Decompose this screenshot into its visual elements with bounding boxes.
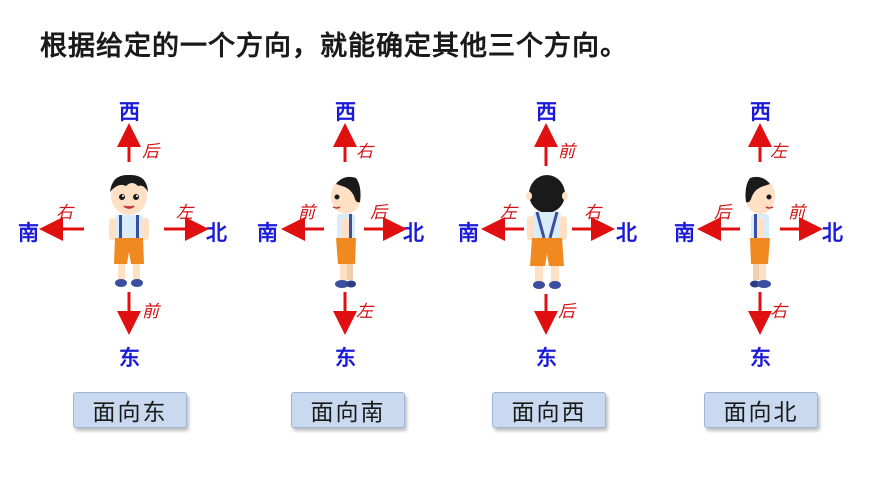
direction-bottom: 东 (536, 345, 557, 370)
direction-right: 北 (822, 220, 843, 245)
boy-back-illustration (526, 175, 568, 289)
label-facing-north: 面向北 (704, 392, 818, 428)
arrow-group (481, 123, 615, 335)
panel-facing-east: 西 东 南 北 后 前 右 左 (18, 0, 238, 489)
direction-bottom: 东 (119, 345, 140, 370)
direction-right: 北 (616, 220, 637, 245)
label-facing-south: 面向南 (291, 392, 405, 428)
direction-bottom: 东 (335, 345, 356, 370)
label-facing-east: 面向东 (73, 392, 187, 428)
direction-top: 西 (335, 99, 356, 124)
arrow-group (697, 123, 823, 335)
relative-top: 右 (356, 142, 373, 162)
direction-left: 南 (18, 220, 39, 245)
arrow-group (39, 123, 209, 335)
relative-top: 左 (770, 142, 787, 162)
relative-right: 后 (370, 203, 387, 223)
panel-facing-west: 西 东 南 北 前 后 左 右 (440, 0, 660, 489)
relative-top: 后 (142, 142, 159, 162)
direction-top: 西 (119, 99, 140, 124)
direction-top: 西 (536, 99, 557, 124)
panel-facing-south: 西 东 南 北 右 左 前 后 (240, 0, 460, 489)
page-title: 根据给定的一个方向，就能确定其他三个方向。 (40, 31, 628, 62)
relative-bottom: 右 (770, 302, 787, 322)
direction-right: 北 (206, 220, 227, 245)
relative-top: 前 (558, 142, 575, 162)
arrow-group (281, 123, 407, 335)
label-facing-west: 面向西 (492, 392, 606, 428)
panel-facing-north: 西 东 南 北 左 右 后 前 (660, 0, 870, 489)
direction-left: 南 (458, 220, 479, 245)
direction-bottom: 东 (750, 345, 771, 370)
relative-bottom: 左 (356, 302, 373, 322)
direction-left: 南 (674, 220, 695, 245)
boy-side-left-illustration (331, 176, 361, 288)
relative-bottom: 后 (558, 302, 575, 322)
direction-left: 南 (257, 220, 278, 245)
boy-front-illustration (109, 174, 149, 287)
relative-bottom: 前 (142, 302, 159, 322)
boy-side-right-illustration (745, 176, 775, 288)
direction-right: 北 (403, 220, 424, 245)
direction-top: 西 (750, 99, 771, 124)
